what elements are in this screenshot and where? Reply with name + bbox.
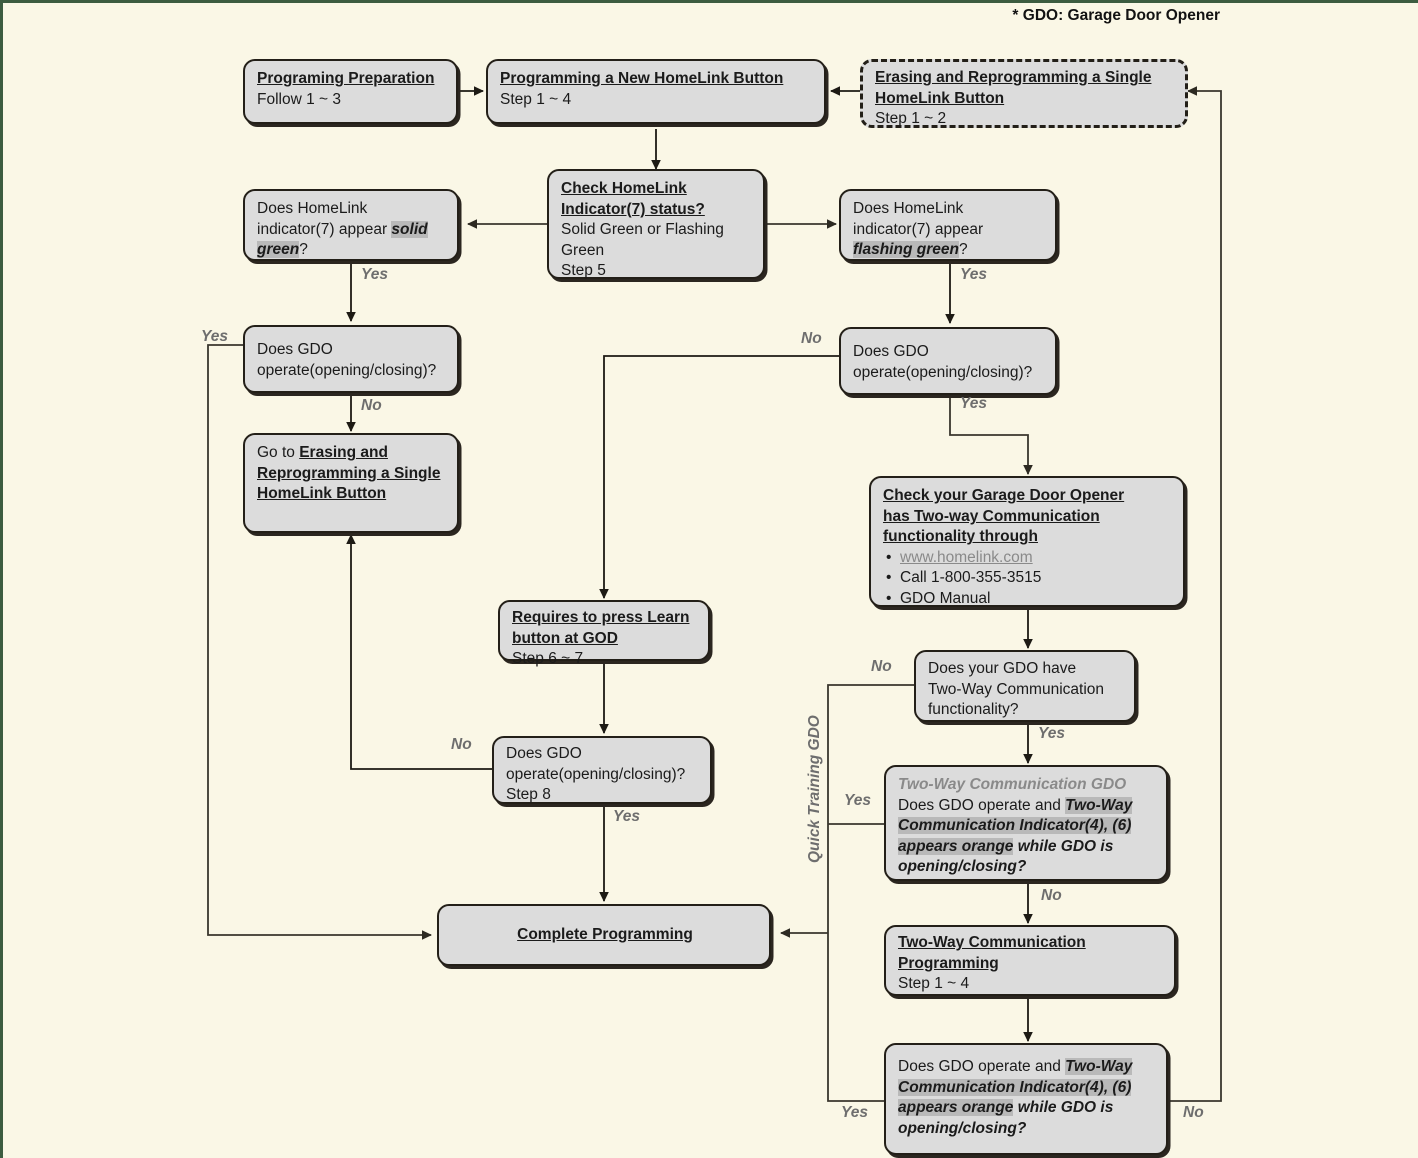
edge-label-flashing-yes: Yes (960, 266, 988, 283)
has-twoway-line1: Does your GDO have (928, 660, 1077, 677)
node-has-two-way-functionality[interactable]: Does your GDO have Two-Way Communication… (914, 650, 1136, 722)
edge-label-solid-yes: Yes (361, 266, 389, 283)
twoway-prog-body: Step 1 ~ 4 (898, 975, 970, 993)
node-erasing-title-line1: Erasing and Reprogramming a Single (875, 69, 1152, 86)
node-indicator-solid-green[interactable]: Does HomeLink indicator(7) appear solid … (243, 189, 459, 261)
node-programing-preparation[interactable]: Programing Preparation Follow 1 ~ 3 (243, 59, 458, 124)
edge-label-gdo-right-yes: Yes (960, 395, 988, 412)
node-goto-erasing-reprogramming[interactable]: Go to Erasing and Reprogramming a Single… (243, 433, 459, 533)
node-erasing-body: Step 1 ~ 2 (875, 110, 947, 128)
twoway-gdo-header: Two-Way Communication GDO (898, 776, 1127, 793)
node-gdo-operate-right[interactable]: Does GDO operate(opening/closing)? (839, 327, 1057, 395)
solid-green-text-post: ? (299, 241, 308, 259)
flashing-green-text-post: ? (958, 241, 968, 259)
edge-label-gdo-right-no: No (801, 330, 822, 347)
flashing-green-text-pre: Does HomeLink indicator(7) appear (853, 200, 984, 238)
edge-label-gdo-left-no: No (361, 397, 382, 414)
edge-label-twoway-check-no: No (1041, 887, 1062, 904)
node-check-status-body-line2: Green (561, 241, 605, 259)
node-check-status-body-line1: Solid Green or Flashing (561, 221, 724, 239)
gdo-right-line1: Does GDO (853, 343, 929, 360)
gdo-right-line2: operate(opening/closing)? (853, 363, 1033, 381)
twoway-gdo-text-post: while GDO is opening/closing? (898, 837, 1114, 876)
check-twoway-title-line2: has Two-way Communication (883, 507, 1100, 525)
gdo-left-line1: Does GDO (257, 341, 333, 358)
check-twoway-title-line1: Check your Garage Door Opener (883, 487, 1125, 504)
node-check-homelink-indicator-status[interactable]: Check HomeLink Indicator(7) status? Soli… (547, 169, 765, 279)
gdo-footnote: * GDO: Garage Door Opener (1012, 7, 1220, 24)
list-item: GDO Manual (886, 589, 1173, 610)
twoway-verify-text-pre: Does GDO operate and (898, 1058, 1066, 1075)
node-indicator-flashing-green[interactable]: Does HomeLink indicator(7) appear flashi… (839, 189, 1057, 261)
node-two-way-gdo-check[interactable]: Two-Way Communication GDO Does GDO opera… (884, 765, 1168, 881)
edge-label-step8-no: No (451, 736, 472, 753)
node-gdo-operate-left[interactable]: Does GDO operate(opening/closing)? (243, 325, 459, 393)
edge-label-verify-no: No (1183, 1104, 1204, 1121)
gdo-left-line2: operate(opening/closing)? (257, 361, 437, 379)
step8-line1: Does GDO (506, 745, 582, 762)
twoway-prog-title-line2: Programming (898, 954, 999, 972)
edge-label-quick-training-gdo: Quick Training GDO (806, 715, 823, 863)
solid-green-text-pre: Does HomeLink indicator(7) appear (257, 200, 392, 238)
node-new-button-body: Step 1 ~ 4 (500, 90, 572, 108)
twoway-verify-text-post: while GDO is opening/closing? (898, 1099, 1114, 1137)
node-check-status-body-line3: Step 5 (561, 262, 606, 280)
node-check-two-way-functionality[interactable]: Check your Garage Door Opener has Two-wa… (869, 476, 1185, 610)
has-twoway-line2: Two-Way Communication (928, 680, 1105, 698)
node-two-way-verify[interactable]: Does GDO operate and Two-Way Communicati… (884, 1043, 1168, 1155)
learn-button-title-line2: button at GOD (512, 629, 618, 647)
node-erasing-title-line2: HomeLink Button (875, 89, 1005, 107)
edge-label-has-twoway-yes: Yes (1038, 725, 1066, 742)
check-twoway-bullets: www.homelink.com Call 1-800-355-3515 GDO… (883, 548, 1173, 610)
goto-erasing-title: Erasing and Reprogramming a Single HomeL… (257, 444, 441, 503)
list-item: www.homelink.com (886, 548, 1173, 569)
step8-line2: operate(opening/closing)? (506, 765, 686, 783)
node-prep-title: Programing Preparation (257, 70, 435, 87)
edge-label-verify-yes: Yes (841, 1104, 869, 1121)
node-prep-body: Follow 1 ~ 3 (257, 90, 342, 108)
node-erasing-reprogramming-single[interactable]: Erasing and Reprogramming a Single HomeL… (860, 59, 1188, 128)
node-two-way-communication-programming[interactable]: Two-Way Communication Programming Step 1… (884, 925, 1176, 996)
edge-label-gdo-left-yes: Yes (201, 328, 229, 345)
goto-erasing-prefix: Go to (257, 444, 300, 461)
twoway-prog-title-line1: Two-Way Communication (898, 934, 1086, 951)
list-item: Call 1-800-355-3515 (886, 568, 1173, 589)
edge-label-step8-yes: Yes (613, 808, 641, 825)
node-new-button-title: Programming a New HomeLink Button (500, 70, 784, 87)
node-gdo-operate-step8[interactable]: Does GDO operate(opening/closing)? Step … (492, 736, 712, 804)
node-programming-new-homelink-button[interactable]: Programming a New HomeLink Button Step 1… (486, 59, 826, 124)
has-twoway-line3: functionality? (928, 701, 1019, 719)
check-twoway-title-line3: functionality through (883, 528, 1038, 546)
twoway-gdo-text-pre: Does GDO operate and (898, 796, 1066, 814)
learn-button-title-line1: Requires to press Learn (512, 609, 690, 626)
node-complete-programming[interactable]: Complete Programming (437, 904, 771, 966)
step8-line3: Step 8 (506, 786, 551, 804)
node-check-status-title-line1: Check HomeLink (561, 180, 687, 197)
node-requires-press-learn-button[interactable]: Requires to press Learn button at GOD St… (498, 600, 710, 667)
node-check-status-title-line2: Indicator(7) status? (561, 200, 705, 218)
edge-label-has-twoway-no: No (871, 658, 892, 675)
learn-button-body: Step 6 ~ 7 (512, 650, 584, 668)
flashing-green-highlight: flashing green (853, 241, 959, 259)
complete-programming-title: Complete Programming (517, 925, 693, 943)
edge-label-twoway-check-yes: Yes (844, 792, 872, 809)
homelink-website-link[interactable]: www.homelink.com (900, 548, 1033, 566)
